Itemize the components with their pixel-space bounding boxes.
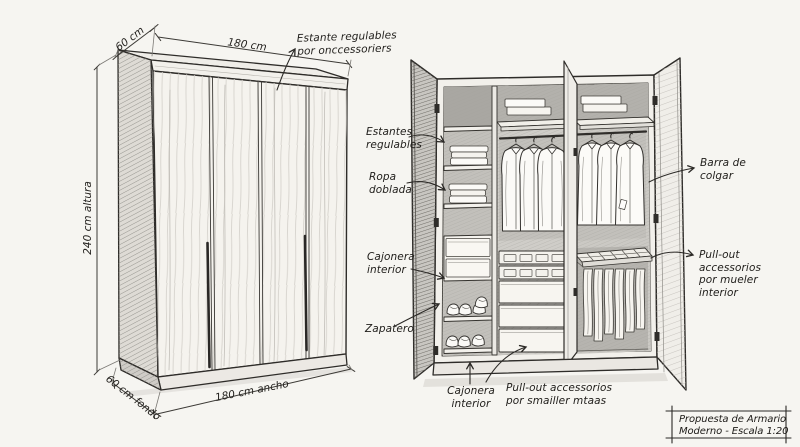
door-gaps — [208, 76, 310, 371]
left-open-door — [410, 59, 440, 380]
callout-line: interior — [699, 286, 738, 299]
callout-ropa-doblada: Ropa doblada — [369, 171, 412, 196]
callout-pullout-bottom: Pull-out accessorios por smailler mtaas — [506, 382, 612, 407]
hanging-rod — [498, 134, 568, 140]
dimension-lines — [93, 24, 356, 419]
callout-line: Cajonera — [447, 385, 495, 397]
hanging-coat — [537, 136, 567, 232]
callout-estante-regulables: Estante regulables por onccessoriers — [297, 29, 398, 58]
shelf-column — [443, 125, 493, 354]
shoe-rack — [443, 296, 493, 354]
title-line: Moderno - Escala 1:20 — [679, 425, 789, 437]
closed-wardrobe-drawing — [117, 49, 352, 397]
callout-line: regulables — [366, 138, 422, 151]
callout-line: Estantes — [366, 126, 413, 138]
callout-line: por mueler — [699, 274, 758, 287]
folded-clothes — [449, 145, 489, 166]
callout-zapatero: Zapatero — [365, 323, 414, 336]
hanging-shirt — [615, 132, 645, 226]
callout-cajonera-interior-bottom: Cajonera interior — [446, 385, 496, 410]
callout-line: por smailler mtaas — [506, 394, 607, 407]
callout-line: Pull-out accessorios — [506, 382, 613, 394]
callout-line: Barra de — [700, 157, 746, 169]
hanging-column-left — [496, 98, 573, 353]
callout-cajonera-interior-left: Cajonera interior — [367, 251, 415, 276]
pullout-tray — [574, 247, 653, 268]
folded-clothes — [448, 183, 488, 204]
plinth — [432, 356, 659, 376]
hang-tag — [618, 199, 628, 210]
floor-shadow — [423, 373, 668, 387]
door-handle — [206, 241, 211, 369]
callout-line: Pull-out — [699, 249, 740, 261]
callout-estantes-regulables: Estantes regulables — [366, 126, 422, 151]
callout-line: doblada — [369, 183, 412, 196]
callout-line: Cajonera — [367, 251, 415, 263]
callout-line: accessorios — [699, 261, 762, 274]
callout-line: Zapatero — [365, 323, 414, 335]
title-block: Propuesta de Armario Moderno - Escala 1:… — [679, 414, 789, 437]
middle-door — [563, 60, 578, 370]
right-open-door — [652, 57, 687, 391]
title-block-frame — [665, 405, 792, 444]
accessory-trays — [498, 250, 568, 280]
callout-line: interior — [451, 397, 491, 410]
floor-shadow — [123, 367, 352, 397]
drawer-stack — [498, 280, 568, 353]
callout-line: interior — [367, 263, 406, 276]
dim-text: 240 cm altura — [82, 181, 94, 255]
interior-drawer-unit — [443, 234, 493, 282]
callout-barra-de-colgar: Barra de colgar — [700, 157, 746, 182]
door-handle — [303, 234, 308, 352]
open-wardrobe-drawing — [410, 57, 687, 391]
callout-pullout-right: Pull-out accessorios por mueler interior — [699, 249, 761, 299]
callout-line: Ropa — [369, 171, 397, 183]
hanging-rod — [575, 130, 648, 136]
title-line: Propuesta de Armario — [679, 414, 787, 425]
hanging-column-right — [573, 95, 655, 352]
callout-arrows — [276, 47, 696, 385]
callout-line: colgar — [700, 169, 734, 182]
dim-height: 240 cm altura — [82, 178, 94, 258]
